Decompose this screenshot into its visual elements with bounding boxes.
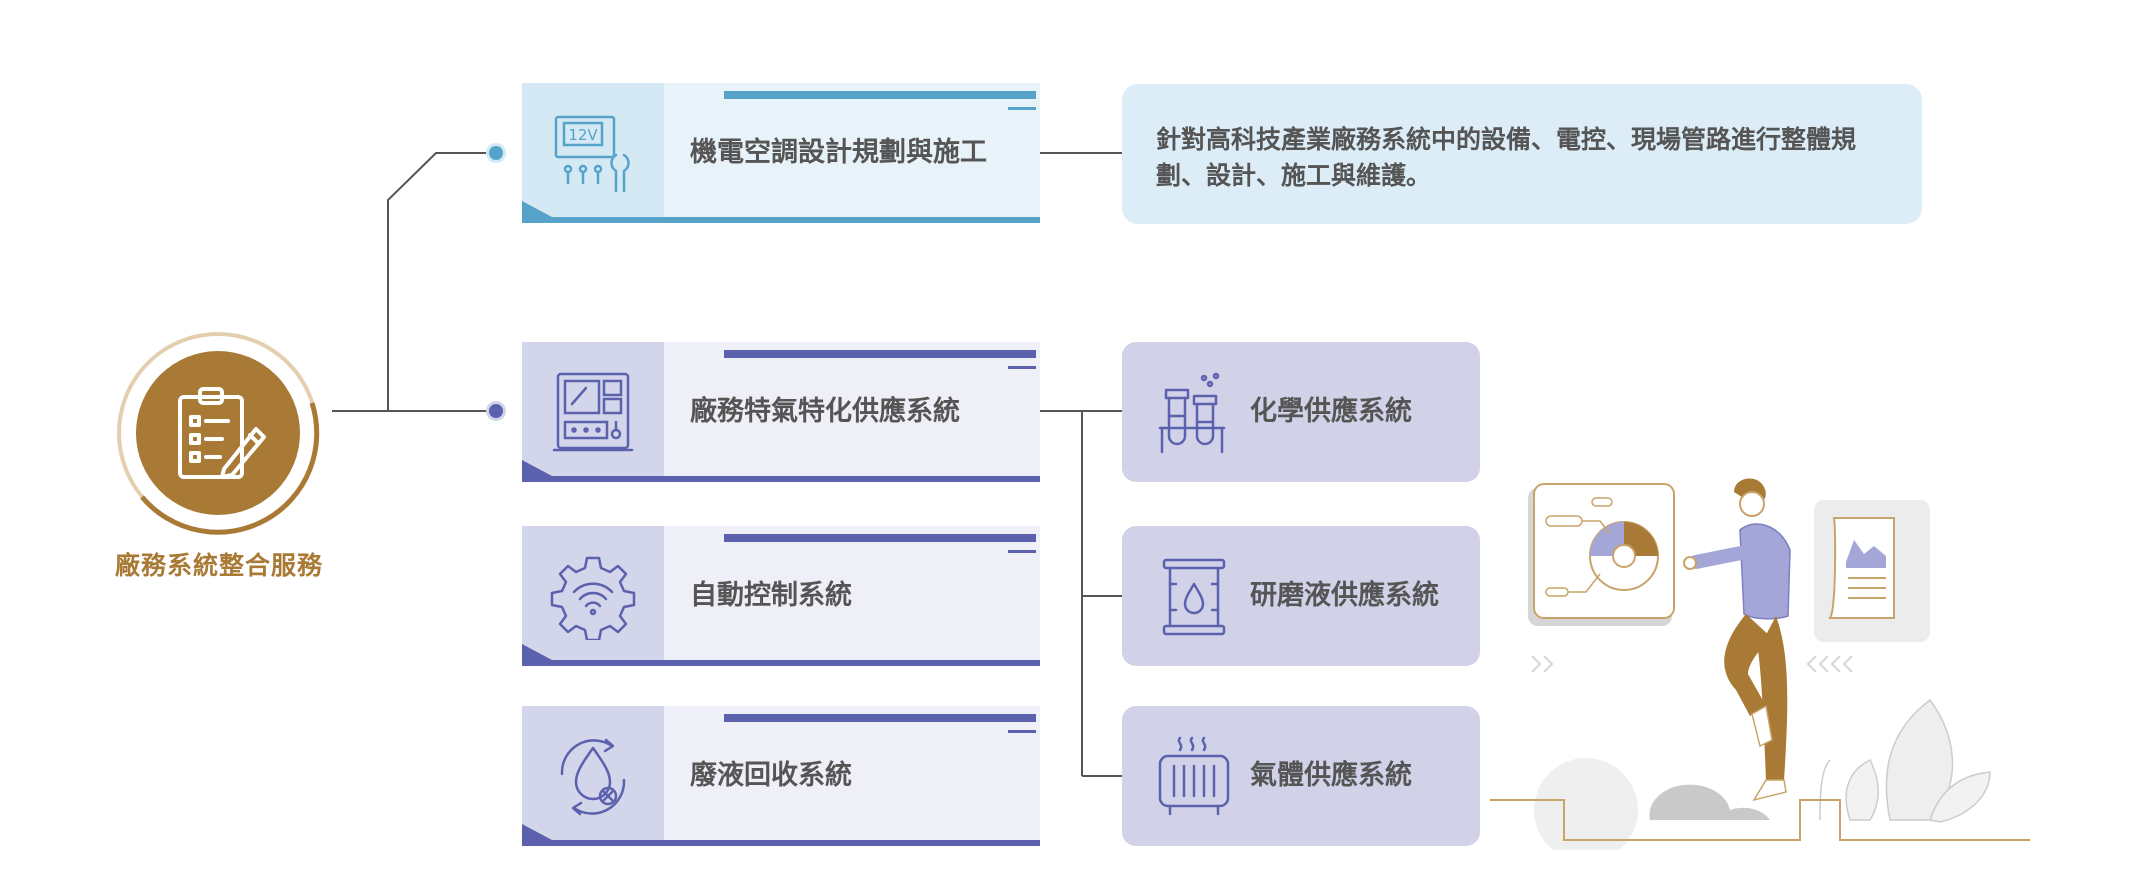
leaf-icon xyxy=(1845,758,1879,821)
service-label: 廢液回收系統 xyxy=(690,760,852,791)
svg-text:12V: 12V xyxy=(568,126,598,144)
root-title: 廠務系統整合服務 xyxy=(114,551,323,580)
service-label: 機電空調設計規劃與施工 xyxy=(690,137,987,168)
gear-wifi-icon xyxy=(550,556,636,640)
service-label: 自動控制系統 xyxy=(690,580,852,611)
clipboard-pen-icon xyxy=(178,387,266,479)
connector-dot-blue xyxy=(489,146,503,160)
leaf-icon xyxy=(1929,771,1991,823)
service-label: 廠務特氣特化供應系統 xyxy=(690,396,960,427)
subsystem-card-gas[interactable]: 氣體供應系統 xyxy=(1122,706,1480,846)
decor-rock xyxy=(1649,784,1770,820)
heater-icon xyxy=(1158,736,1230,816)
test-tubes-icon xyxy=(1158,372,1226,454)
service-card-waste-liquid[interactable]: 廢液回收系統 xyxy=(522,706,1040,846)
decor-circle xyxy=(1534,758,1638,850)
engineer-illustration xyxy=(1490,478,2030,850)
subsystem-label: 氣體供應系統 xyxy=(1250,760,1412,791)
person-figure xyxy=(1683,478,1791,802)
subsystem-card-slurry[interactable]: 研磨液供應系統 xyxy=(1122,526,1480,666)
connector-dot-purple xyxy=(489,404,503,418)
service-card-mep[interactable]: 12V 機電空調設計規劃與施工 xyxy=(522,83,1040,223)
subsystem-card-chemical[interactable]: 化學供應系統 xyxy=(1122,342,1480,482)
control-panel-wrench-icon: 12V xyxy=(554,115,630,193)
subsystem-label: 研磨液供應系統 xyxy=(1250,580,1439,611)
liquid-barrel-icon xyxy=(1162,558,1226,636)
subsystem-label: 化學供應系統 xyxy=(1250,396,1412,427)
droplet-recycle-icon xyxy=(560,738,626,816)
service-card-special-gas[interactable]: 廠務特氣特化供應系統 xyxy=(522,342,1040,482)
description-box: 針對高科技產業廠務系統中的設備、電控、現場管路進行整體規劃、設計、施工與維護。 xyxy=(1122,84,1922,224)
root-node xyxy=(136,351,300,515)
root-ring xyxy=(117,332,320,535)
service-card-automation[interactable]: 自動控制系統 xyxy=(522,526,1040,666)
gas-cabinet-icon xyxy=(552,372,634,452)
